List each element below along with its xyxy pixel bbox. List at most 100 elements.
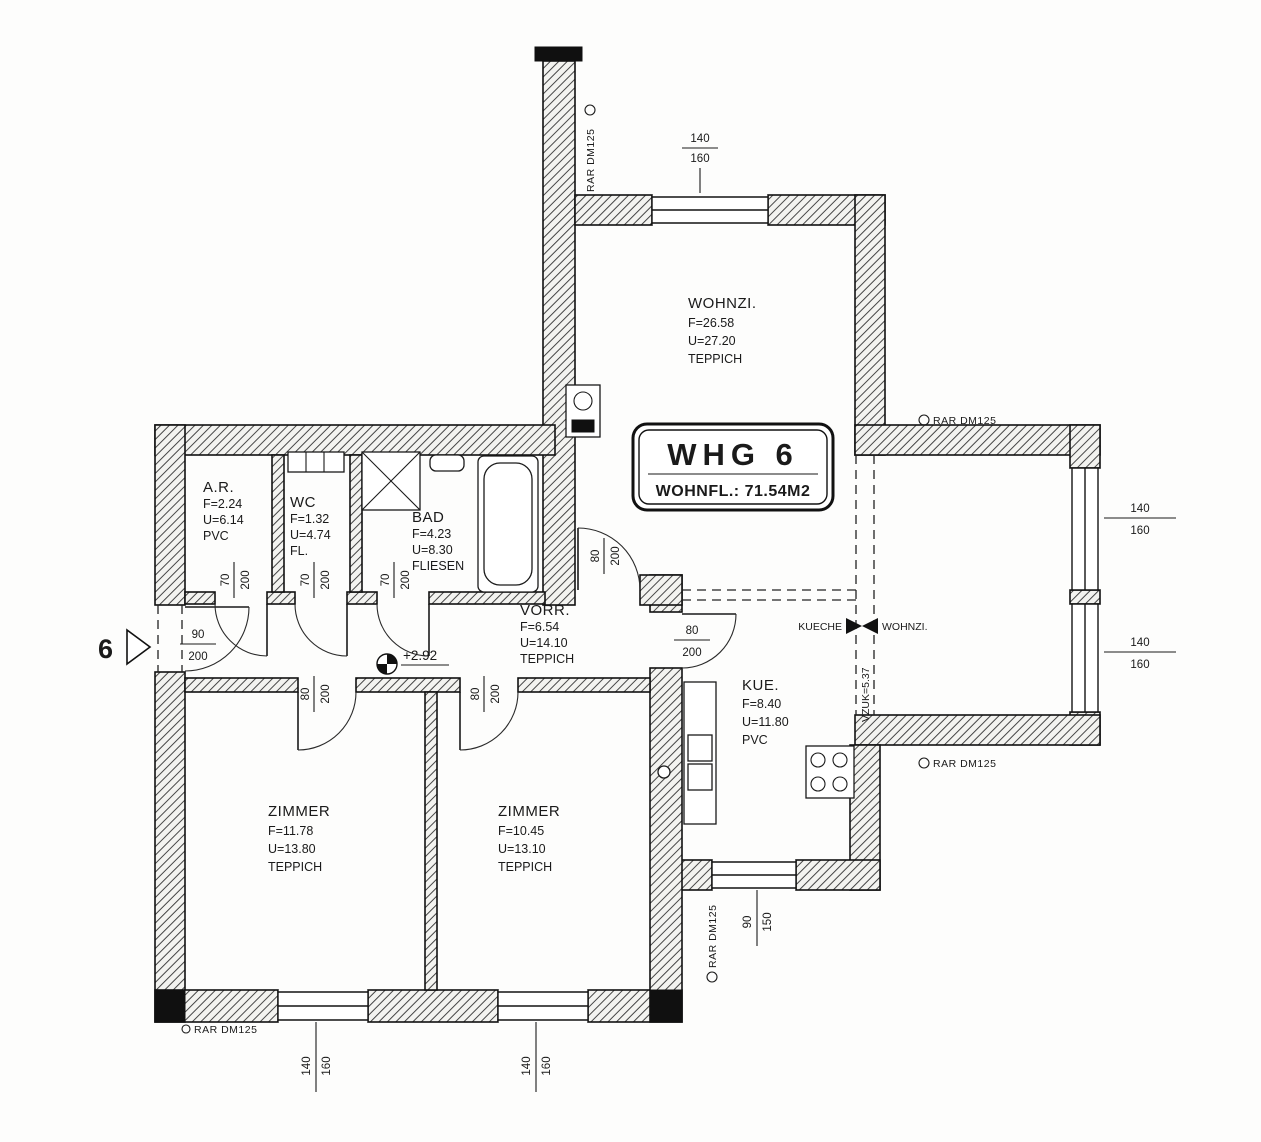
room-floor: TEPPICH	[520, 652, 574, 666]
room-area: F=4.23	[412, 527, 451, 541]
room-circumference: U=11.80	[742, 715, 789, 729]
room-labels: WOHNZI. F=26.58 U=27.20 TEPPICH A.R. F=2…	[203, 295, 789, 874]
dim-window-top: 140 160	[682, 133, 718, 193]
wall-segment	[367, 989, 499, 1023]
dim-height: 200	[490, 684, 502, 703]
rar-text: RAR DM125	[933, 758, 996, 770]
unit-title: WHG 6	[667, 437, 799, 472]
rar-text: RAR DM125	[585, 129, 597, 192]
wall-segment	[795, 859, 881, 891]
wall-segment	[639, 574, 683, 606]
dim-width: 90	[192, 629, 205, 641]
dim-width: 90	[742, 916, 754, 929]
wall-segment	[854, 424, 1101, 456]
room-label-kueche: KUE. F=8.40 U=11.80 PVC	[742, 677, 789, 747]
dim-door-zimmer-links: 80 200	[300, 676, 332, 712]
kitchen-counter	[657, 681, 717, 825]
room-circumference: U=13.80	[268, 842, 316, 856]
room-label-abstellraum: A.R. F=2.24 U=6.14 PVC	[203, 479, 244, 543]
rar-label-chimney: RAR DM125	[584, 104, 597, 192]
wall-segment	[266, 591, 296, 605]
room-floor: TEPPICH	[498, 860, 552, 874]
title-box: WHG 6 WOHNFL.: 71.54M2	[631, 422, 835, 512]
dim-width: 70	[300, 574, 312, 587]
wall-segment	[154, 671, 186, 1023]
room-floor: TEPPICH	[268, 860, 322, 874]
door-entrance	[184, 606, 250, 672]
entrance-arrow-icon	[126, 628, 152, 666]
room-name: A.R.	[203, 479, 234, 496]
room-floor: FLIESEN	[412, 559, 464, 573]
window-kitchen	[711, 860, 797, 890]
wall-segment	[854, 714, 1101, 746]
wall-segment	[184, 591, 216, 605]
dim-width: 80	[470, 688, 482, 701]
wc-fixture	[287, 451, 345, 473]
dim-width: 140	[1130, 637, 1149, 649]
window-top	[651, 195, 769, 225]
dim-height: 200	[320, 570, 332, 589]
dim-width: 80	[686, 625, 699, 637]
room-circumference: U=4.74	[290, 528, 331, 542]
dim-height: 150	[762, 912, 774, 931]
room-area: F=1.32	[290, 512, 329, 526]
wall-segment	[424, 691, 438, 991]
wall-segment	[517, 677, 651, 693]
room-floor: TEPPICH	[688, 352, 742, 366]
room-name: ZIMMER	[268, 803, 330, 820]
pass-arrow-left-icon	[862, 618, 878, 634]
dim-window-bottom-right: 140 160	[521, 1040, 553, 1092]
room-floor: FL.	[290, 544, 308, 558]
dim-door-entrance: 90 200	[180, 629, 216, 663]
wall-segment	[854, 194, 886, 456]
pass-left-label: KUECHE	[798, 621, 842, 633]
room-label-zimmer-links: ZIMMER F=11.78 U=13.80 TEPPICH	[268, 803, 330, 874]
dim-width: 140	[521, 1056, 533, 1075]
room-name: BAD	[412, 509, 444, 526]
dim-height: 160	[1130, 525, 1149, 537]
doors	[184, 527, 737, 751]
dim-width: 140	[1130, 503, 1149, 515]
wall-segment	[534, 46, 583, 62]
dim-height: 200	[188, 651, 207, 663]
dim-window-right-lower: 140 160	[1104, 637, 1176, 671]
room-name: WC	[290, 494, 316, 511]
unit-area: WOHNFL.: 71.54M2	[656, 483, 811, 500]
rar-text: RAR DM125	[707, 905, 719, 968]
shower	[361, 451, 421, 511]
room-label-zimmer-rechts: ZIMMER F=10.45 U=13.10 TEPPICH	[498, 803, 560, 874]
dim-height: 200	[320, 684, 332, 703]
door-ar	[214, 603, 268, 657]
dim-height: 160	[541, 1056, 553, 1075]
room-floor: PVC	[203, 529, 229, 543]
room-area: F=6.54	[520, 620, 559, 634]
wall-segment	[1069, 424, 1101, 469]
window-bottom-right	[497, 990, 589, 1022]
dim-width: 140	[690, 133, 709, 145]
door-zimmer-links	[297, 691, 357, 751]
dim-height: 160	[690, 153, 709, 165]
window-right-upper	[1070, 467, 1100, 591]
room-circumference: U=6.14	[203, 513, 244, 527]
walls	[154, 46, 1101, 1023]
rar-label-right-bottom: RAR DM125	[918, 757, 996, 770]
room-name: ZIMMER	[498, 803, 560, 820]
window-dimensions: 140 160 140 160 140 160 140 160 140 160	[301, 133, 1176, 1092]
open-boundaries	[157, 455, 875, 715]
door-zimmer-rechts	[459, 691, 519, 751]
rar-label-bottom-left: RAR DM125	[181, 1024, 257, 1036]
annotations: RAR DM125 RAR DM125 RAR DM125 RAR DM125 …	[98, 104, 996, 1036]
niche-note: VZUK=5.37	[860, 667, 872, 722]
sink	[429, 454, 465, 472]
wall-segment	[349, 454, 363, 593]
entrance-number: 6	[98, 634, 113, 664]
dim-width: 140	[301, 1056, 313, 1075]
wall-segment	[154, 424, 186, 606]
level-marker: +2.92	[376, 648, 449, 675]
dim-door-bad: 70 200	[380, 562, 412, 598]
wall-segment	[542, 60, 576, 606]
room-circumference: U=13.10	[498, 842, 546, 856]
niche-note-text: VZUK=5.37	[860, 667, 872, 722]
wall-segment	[346, 591, 378, 605]
